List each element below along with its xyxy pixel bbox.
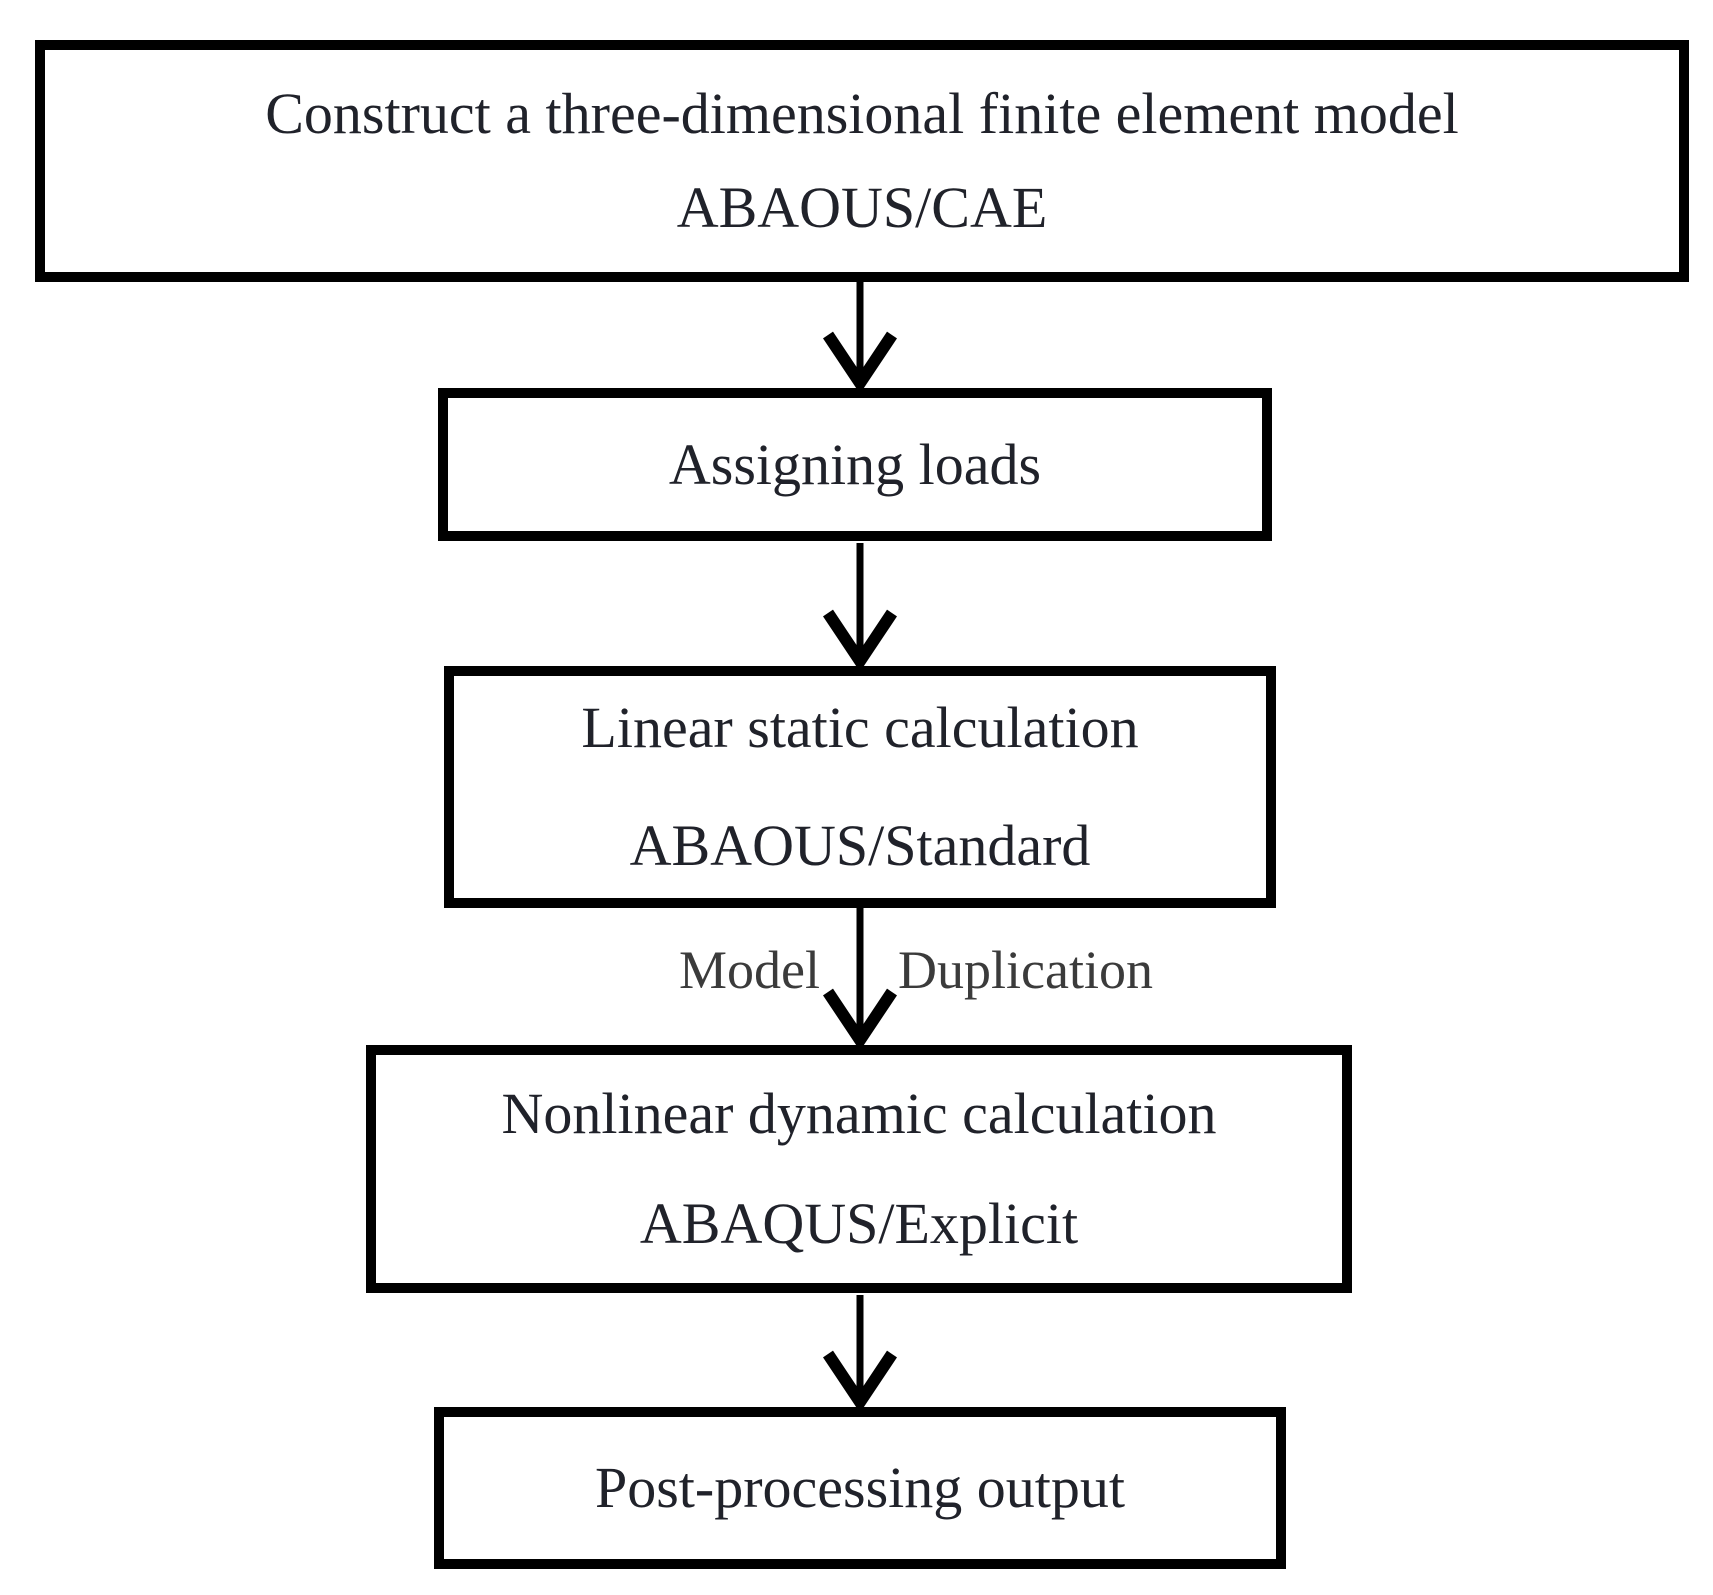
node-text-line: Post-processing output xyxy=(594,1455,1126,1520)
node-text-line: Construct a three-dimensional finite ele… xyxy=(265,81,1459,146)
node-text-line: Linear static calculation xyxy=(581,695,1139,760)
node-text-line: ABAOUS/Standard xyxy=(629,813,1091,878)
flow-node-construct-model: Construct a three-dimensional finite ele… xyxy=(35,40,1689,282)
node-text-line: Nonlinear dynamic calculation xyxy=(501,1081,1217,1146)
flow-node-nonlinear-dynamic: Nonlinear dynamic calculation ABAQUS/Exp… xyxy=(366,1045,1352,1293)
arrow-down-icon xyxy=(823,282,897,388)
flow-node-linear-static: Linear static calculation ABAOUS/Standar… xyxy=(444,666,1276,908)
node-text-line: Assigning loads xyxy=(668,431,1042,497)
node-text-line: ABAOUS/CAE xyxy=(676,175,1048,240)
edge-label-duplication: Duplication xyxy=(898,940,1153,1000)
arrow-down-icon xyxy=(823,908,897,1045)
arrow-down-icon xyxy=(823,543,897,666)
flow-node-post-processing: Post-processing output xyxy=(434,1407,1286,1569)
arrow-down-icon xyxy=(823,1295,897,1407)
node-text-line: ABAQUS/Explicit xyxy=(639,1191,1079,1256)
edge-label-model: Model xyxy=(679,940,820,1000)
flow-node-assigning-loads: Assigning loads xyxy=(438,388,1272,541)
